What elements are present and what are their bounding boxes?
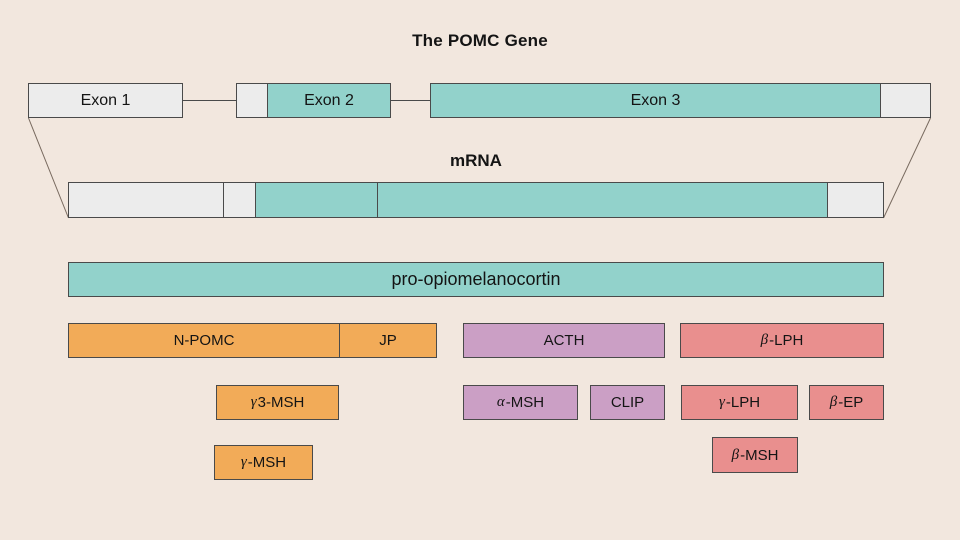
mrna-exon2-coding-segment <box>256 183 378 217</box>
gamma-lph-box: γ-LPH <box>681 385 798 420</box>
exon1-label: Exon 1 <box>80 91 131 109</box>
alpha-msh-box: α-MSH <box>463 385 578 420</box>
splice-line-right <box>883 117 931 219</box>
alpha-msh-greek: α <box>496 394 505 410</box>
gamma-lph-label: -LPH <box>725 394 761 411</box>
page-title: The POMC Gene <box>412 31 548 50</box>
gamma3-msh-label: 3-MSH <box>257 394 305 411</box>
beta-ep-label: -EP <box>838 394 864 411</box>
gamma-msh-label: -MSH <box>247 454 287 471</box>
jp-box: JP <box>340 324 436 357</box>
gamma-msh-box: γ-MSH <box>214 445 313 480</box>
mrna-3utr-segment <box>828 183 883 217</box>
pro-opiomelanocortin-bar: pro-opiomelanocortin <box>68 262 884 297</box>
mrna-bar <box>68 182 884 218</box>
beta-lph-box: β-LPH <box>680 323 884 358</box>
jp-label: JP <box>379 332 397 349</box>
acth-label: ACTH <box>543 332 585 349</box>
beta-msh-box: β-MSH <box>712 437 798 473</box>
mrna-5utr-segment <box>69 183 224 217</box>
mrna-title: mRNA <box>450 151 502 170</box>
gamma3-msh-greek: γ <box>250 394 257 410</box>
gamma-msh-greek: γ <box>240 454 247 470</box>
exon3-utr-segment <box>881 84 930 117</box>
beta-ep-greek: β <box>829 394 838 410</box>
beta-lph-label: -LPH <box>769 332 804 349</box>
beta-msh-label: -MSH <box>740 446 779 464</box>
exon1-box: Exon 1 <box>28 83 183 118</box>
pro-opiomelanocortin-label: pro-opiomelanocortin <box>391 269 561 289</box>
n-pomc-label: N-POMC <box>173 332 235 349</box>
exon3-label: Exon 3 <box>630 91 681 109</box>
n-pomc-jp-box: N-POMC JP <box>68 323 437 358</box>
exon2-utr-segment <box>237 84 268 117</box>
clip-box: CLIP <box>590 385 665 420</box>
exon3-box: Exon 3 <box>430 83 931 118</box>
splice-line-left <box>28 117 69 219</box>
alpha-msh-label: -MSH <box>505 394 545 411</box>
mrna-exon3-coding-segment <box>378 183 828 217</box>
exon3-coding-segment: Exon 3 <box>431 84 881 117</box>
clip-label: CLIP <box>610 394 645 411</box>
exon2-coding-segment: Exon 2 <box>268 84 390 117</box>
n-pomc-box: N-POMC <box>69 324 340 357</box>
beta-lph-greek: β <box>760 332 769 348</box>
exon2-label: Exon 2 <box>304 91 354 109</box>
beta-msh-greek: β <box>731 446 740 463</box>
mrna-exon2-utr-segment <box>224 183 256 217</box>
beta-ep-box: β-EP <box>809 385 884 420</box>
gamma-lph-greek: γ <box>718 394 725 410</box>
exon2-box: Exon 2 <box>236 83 391 118</box>
acth-box: ACTH <box>463 323 665 358</box>
